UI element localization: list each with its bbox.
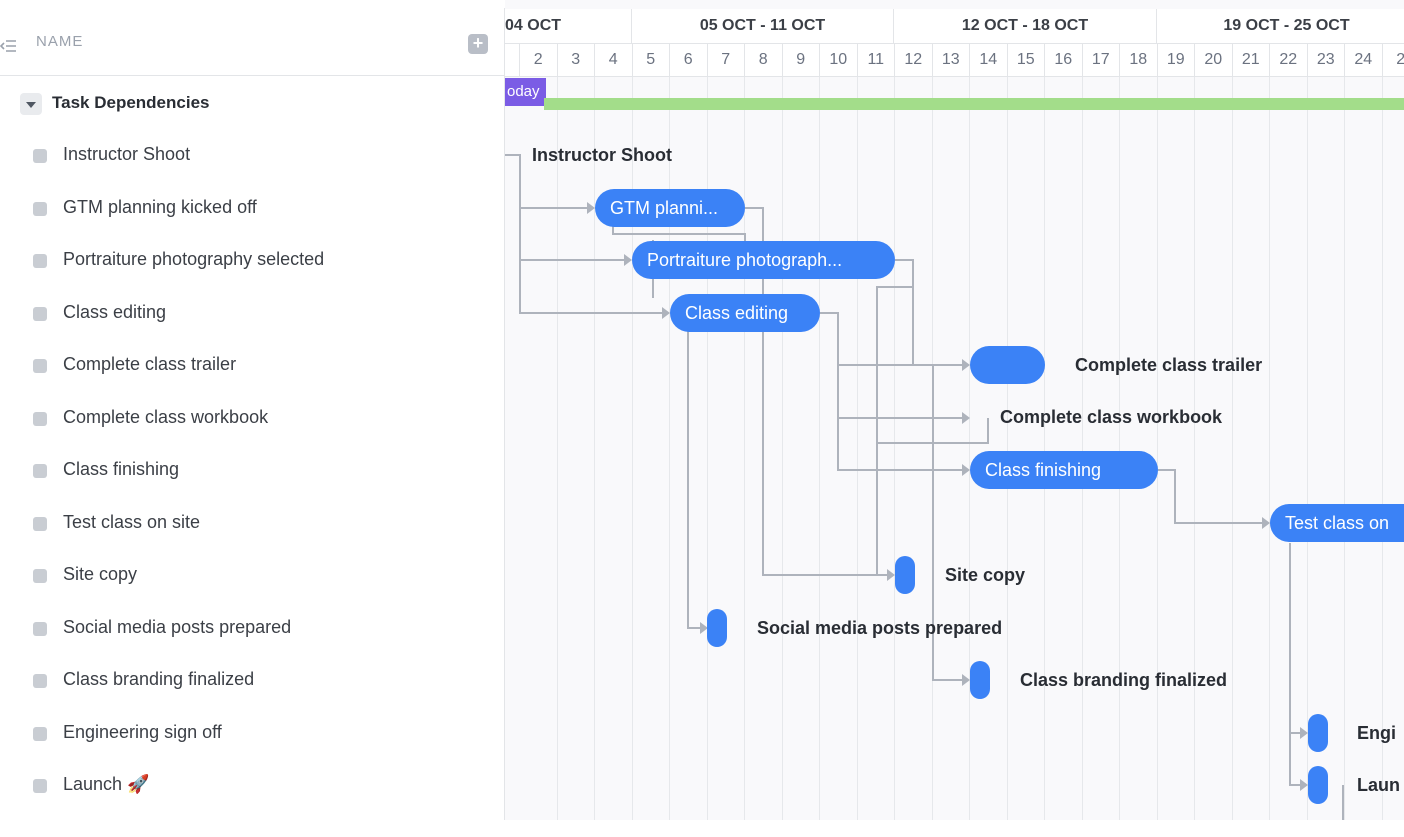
task-name[interactable]: Class editing <box>63 302 166 323</box>
task-name[interactable]: Complete class workbook <box>63 407 268 428</box>
task-name[interactable]: Class finishing <box>63 459 179 480</box>
class-branding-bar[interactable] <box>970 661 990 699</box>
task-status-checkbox[interactable] <box>33 254 47 268</box>
task-name[interactable]: Instructor Shoot <box>63 144 190 165</box>
dependency-lines <box>505 0 1404 820</box>
launch-bar[interactable] <box>1308 766 1328 804</box>
task-name[interactable]: Launch 🚀 <box>63 774 149 795</box>
complete-trailer-bar[interactable] <box>970 346 1045 384</box>
social-media-bar[interactable] <box>707 609 727 647</box>
site-copy-label[interactable]: Site copy <box>945 564 1025 586</box>
test-class-bar[interactable]: Test class on <box>1270 504 1404 542</box>
engineering-signoff-bar[interactable] <box>1308 714 1328 752</box>
task-status-checkbox[interactable] <box>33 202 47 216</box>
complete-workbook-label[interactable]: Complete class workbook <box>1000 406 1222 428</box>
social-media-label[interactable]: Social media posts prepared <box>757 617 1002 639</box>
task-name[interactable]: Social media posts prepared <box>63 617 291 638</box>
task-name[interactable]: Complete class trailer <box>63 354 236 375</box>
instructor-shoot-label[interactable]: Instructor Shoot <box>532 144 672 166</box>
gtm-planning-bar[interactable]: GTM planni... <box>595 189 745 227</box>
task-name[interactable]: Test class on site <box>63 512 200 533</box>
task-row[interactable]: Launch 🚀 <box>0 785 504 837</box>
collapse-sidebar-icon[interactable] <box>0 37 18 55</box>
task-name[interactable]: Site copy <box>63 564 137 585</box>
group-collapse-toggle[interactable] <box>20 93 42 115</box>
add-column-button[interactable]: + <box>468 34 488 54</box>
task-status-checkbox[interactable] <box>33 149 47 163</box>
task-list-panel: NAME + Task Dependencies Instructor Shoo… <box>0 0 504 820</box>
portraiture-bar[interactable]: Portraiture photograph... <box>632 241 895 279</box>
launch-label[interactable]: Laun <box>1357 774 1400 796</box>
class-finishing-bar[interactable]: Class finishing <box>970 451 1158 489</box>
task-status-checkbox[interactable] <box>33 569 47 583</box>
task-name[interactable]: GTM planning kicked off <box>63 197 257 218</box>
task-status-checkbox[interactable] <box>33 779 47 793</box>
task-status-checkbox[interactable] <box>33 622 47 636</box>
list-header: NAME + <box>0 9 504 76</box>
engineering-signoff-label[interactable]: Engi <box>1357 722 1396 744</box>
complete-trailer-label[interactable]: Complete class trailer <box>1075 354 1262 376</box>
task-status-checkbox[interactable] <box>33 359 47 373</box>
task-status-checkbox[interactable] <box>33 464 47 478</box>
task-status-checkbox[interactable] <box>33 727 47 741</box>
class-branding-label[interactable]: Class branding finalized <box>1020 669 1227 691</box>
task-status-checkbox[interactable] <box>33 674 47 688</box>
task-name[interactable]: Portraiture photography selected <box>63 249 324 270</box>
name-column-header[interactable]: NAME <box>36 33 83 50</box>
task-name[interactable]: Engineering sign off <box>63 722 222 743</box>
group-name: Task Dependencies <box>52 93 209 113</box>
task-status-checkbox[interactable] <box>33 517 47 531</box>
class-editing-bar[interactable]: Class editing <box>670 294 820 332</box>
task-status-checkbox[interactable] <box>33 307 47 321</box>
site-copy-bar[interactable] <box>895 556 915 594</box>
task-status-checkbox[interactable] <box>33 412 47 426</box>
task-name[interactable]: Class branding finalized <box>63 669 254 690</box>
